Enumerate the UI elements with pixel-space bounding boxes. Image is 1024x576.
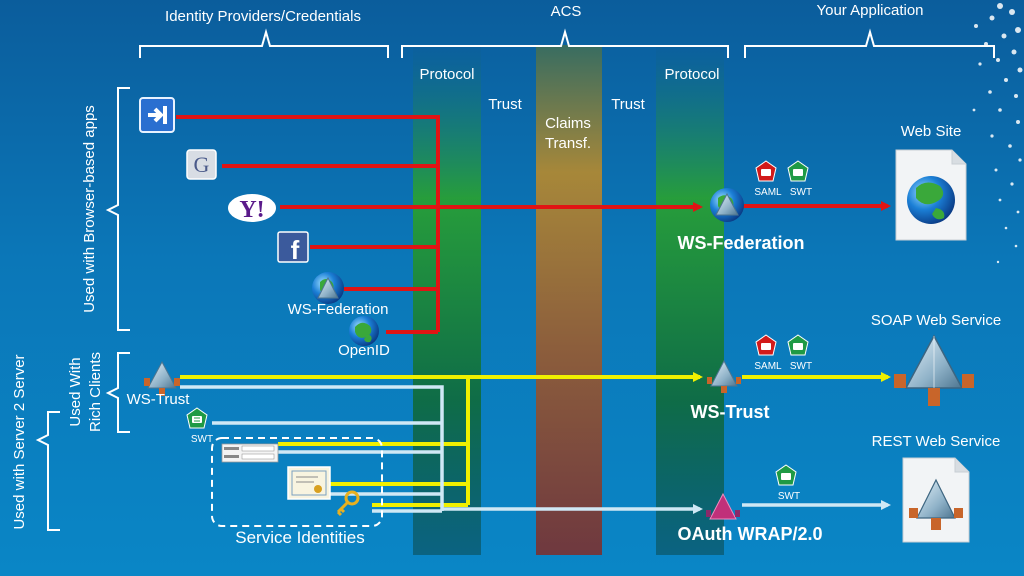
label-oauth-protocol: OAuth WRAP/2.0 xyxy=(677,524,822,544)
header-acs: ACS xyxy=(551,3,582,20)
label-rest-service: REST Web Service xyxy=(872,433,1001,450)
label-claims: Claims xyxy=(545,115,591,132)
soap-service-icon xyxy=(894,334,974,406)
swt-token-soap-icon xyxy=(787,334,809,356)
password-form-icon xyxy=(221,443,279,463)
openid-icon xyxy=(349,316,379,346)
light-flow-lines xyxy=(180,385,891,514)
label-openid: OpenID xyxy=(338,342,390,359)
header-your-application: Your Application xyxy=(816,2,923,19)
ws-trust-protocol-icon xyxy=(707,359,741,393)
label-browser-apps: Used with Browser-based apps xyxy=(81,105,98,313)
facebook-icon: f xyxy=(277,231,309,265)
key-icon xyxy=(336,490,360,517)
header-identity-providers: Identity Providers/Credentials xyxy=(165,8,361,25)
certificate-icon xyxy=(287,466,331,500)
ws-federation-protocol-icon xyxy=(710,188,744,222)
label-ws-federation-idp: WS-Federation xyxy=(288,301,389,318)
label-transf: Transf. xyxy=(545,135,591,152)
label-ws-trust-idp: WS-Trust xyxy=(127,391,191,408)
google-icon: G xyxy=(186,149,217,180)
side-braces xyxy=(35,87,130,531)
swt-token-icon xyxy=(186,407,208,429)
red-flow-lines xyxy=(176,115,891,334)
label-trust-right: Trust xyxy=(611,96,645,113)
label-rich-clients-1: Used With xyxy=(67,357,84,426)
label-protocol-left: Protocol xyxy=(419,66,474,83)
label-saml-web: SAML xyxy=(754,187,782,198)
saml-token-soap-icon xyxy=(755,334,777,356)
yahoo-glyph: Y! xyxy=(239,197,264,223)
oauth-protocol-icon xyxy=(706,492,740,520)
swt-token-rest-icon xyxy=(775,464,797,486)
rest-service-icon xyxy=(902,457,970,543)
label-rich-clients-2: Rich Clients xyxy=(87,352,104,432)
decorative-dots xyxy=(972,3,1023,264)
web-site-icon xyxy=(895,149,967,241)
top-braces xyxy=(139,28,995,58)
label-ws-trust-protocol: WS-Trust xyxy=(691,402,770,422)
facebook-glyph: f xyxy=(291,235,300,265)
yellow-flow-lines xyxy=(180,372,891,507)
service-identities-box xyxy=(211,437,383,527)
swt-token-web-icon xyxy=(787,160,809,182)
label-web-site: Web Site xyxy=(901,123,962,140)
label-swt-soap: SWT xyxy=(790,361,812,372)
ws-trust-idp-icon xyxy=(144,360,180,396)
label-trust-left: Trust xyxy=(488,96,522,113)
protocol-column-left xyxy=(413,45,481,555)
label-swt-web: SWT xyxy=(790,187,812,198)
google-glyph: G xyxy=(194,152,210,177)
saml-token-web-icon xyxy=(755,160,777,182)
label-ws-federation-protocol: WS-Federation xyxy=(677,233,804,253)
live-id-icon xyxy=(139,97,175,133)
yahoo-icon: Y! xyxy=(228,194,276,223)
protocol-column-right xyxy=(656,45,724,555)
ws-federation-idp-icon xyxy=(312,272,344,304)
claims-column xyxy=(536,45,602,555)
label-soap-service: SOAP Web Service xyxy=(871,312,1001,329)
label-saml-soap: SAML xyxy=(754,361,782,372)
label-swt-rest: SWT xyxy=(778,491,800,502)
label-protocol-right: Protocol xyxy=(664,66,719,83)
label-service-identities: Service Identities xyxy=(235,528,364,547)
label-swt-idp: SWT xyxy=(191,434,213,445)
label-server2server: Used with Server 2 Server xyxy=(11,354,28,529)
